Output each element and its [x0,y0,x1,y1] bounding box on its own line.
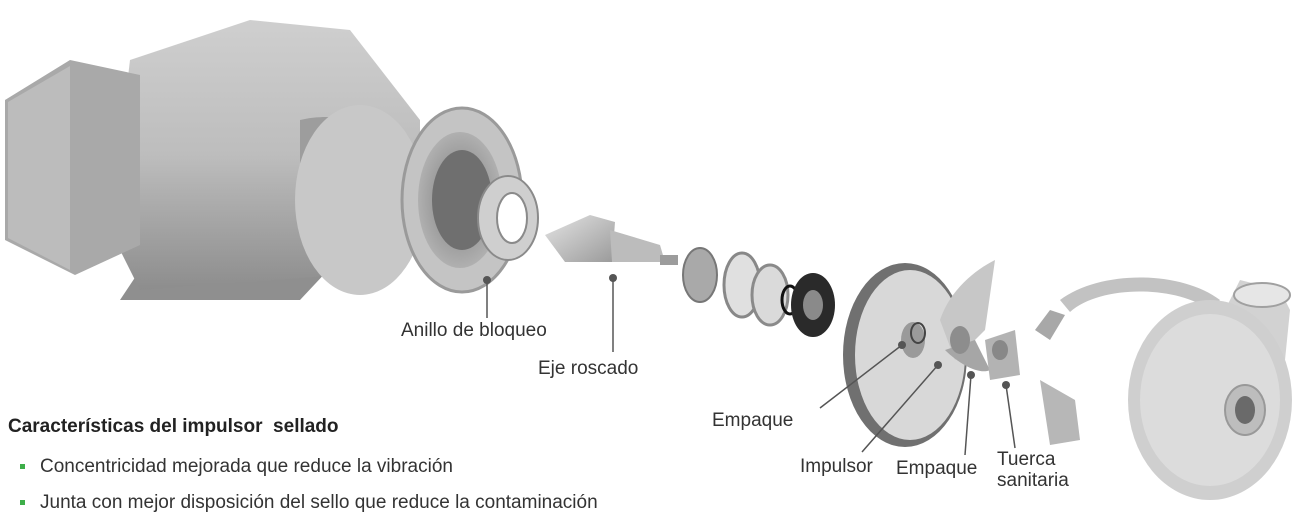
feature-item: Concentricidad mejorada que reduce la vi… [20,456,453,478]
locking-ring [477,175,539,261]
callout-impeller: Impulsor [800,456,873,477]
motor [5,20,524,300]
feature-text: Junta con mejor disposición del sello qu… [40,492,598,513]
feature-item: Junta con mejor disposición del sello qu… [20,492,598,514]
bullet-icon [20,464,25,469]
seal-components [682,247,835,337]
back-plate [843,263,967,447]
sanitary-nut [985,330,1020,380]
callout-gasket-1: Empaque [712,410,794,431]
features-title: Características del impulsor sellado [8,416,339,437]
callout-sanitary-nut-line1: Tuerca [997,449,1056,470]
pump-casing [1128,280,1292,500]
impeller [940,260,995,372]
threaded-shaft [545,215,678,265]
callout-gasket-2: Empaque [896,458,978,479]
feature-text: Concentricidad mejorada que reduce la vi… [40,456,453,477]
bullet-icon [20,500,25,505]
clamp [1035,277,1220,445]
callout-threaded-shaft: Eje roscado [538,358,639,379]
callout-locking-ring: Anillo de bloqueo [401,320,547,341]
callout-sanitary-nut-line2: sanitaria [997,470,1069,491]
